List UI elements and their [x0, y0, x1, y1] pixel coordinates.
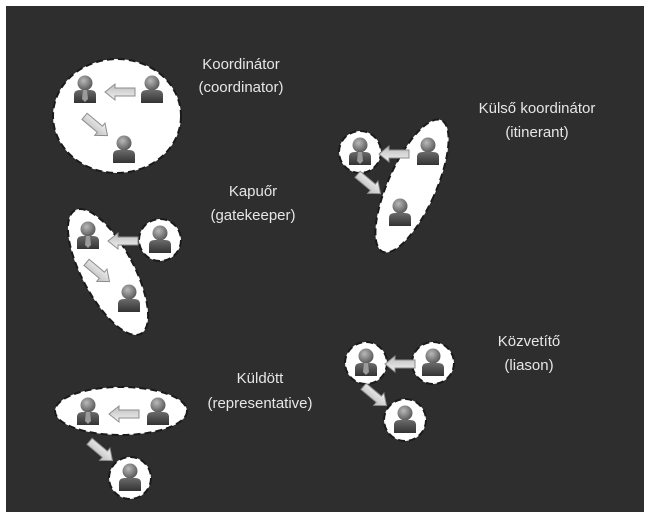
representative-group: Küldött (representative) — [54, 370, 313, 500]
liaison-title: Közvetítő — [498, 333, 561, 350]
coordinator-title: Koordinátor — [202, 56, 280, 73]
itinerant-group: Külső koordinátor (itinerant) — [338, 100, 596, 254]
coordinator-subtitle: (coordinator) — [198, 79, 283, 96]
representative-subtitle: (representative) — [207, 395, 312, 412]
gatekeeper-group: Kapuőr (gatekeeper) — [66, 183, 296, 337]
coordinator-group: Koordinátor (coordinator) — [52, 56, 284, 174]
representative-title: Küldött — [237, 370, 285, 387]
gatekeeper-title: Kapuőr — [229, 183, 277, 200]
liaison-subtitle: (liason) — [504, 357, 553, 374]
gatekeeper-subtitle: (gatekeeper) — [210, 207, 295, 224]
itinerant-subtitle: (itinerant) — [505, 124, 568, 141]
itinerant-title: Külső koordinátor — [479, 100, 596, 117]
liaison-group: Közvetítő (liason) — [344, 333, 561, 442]
